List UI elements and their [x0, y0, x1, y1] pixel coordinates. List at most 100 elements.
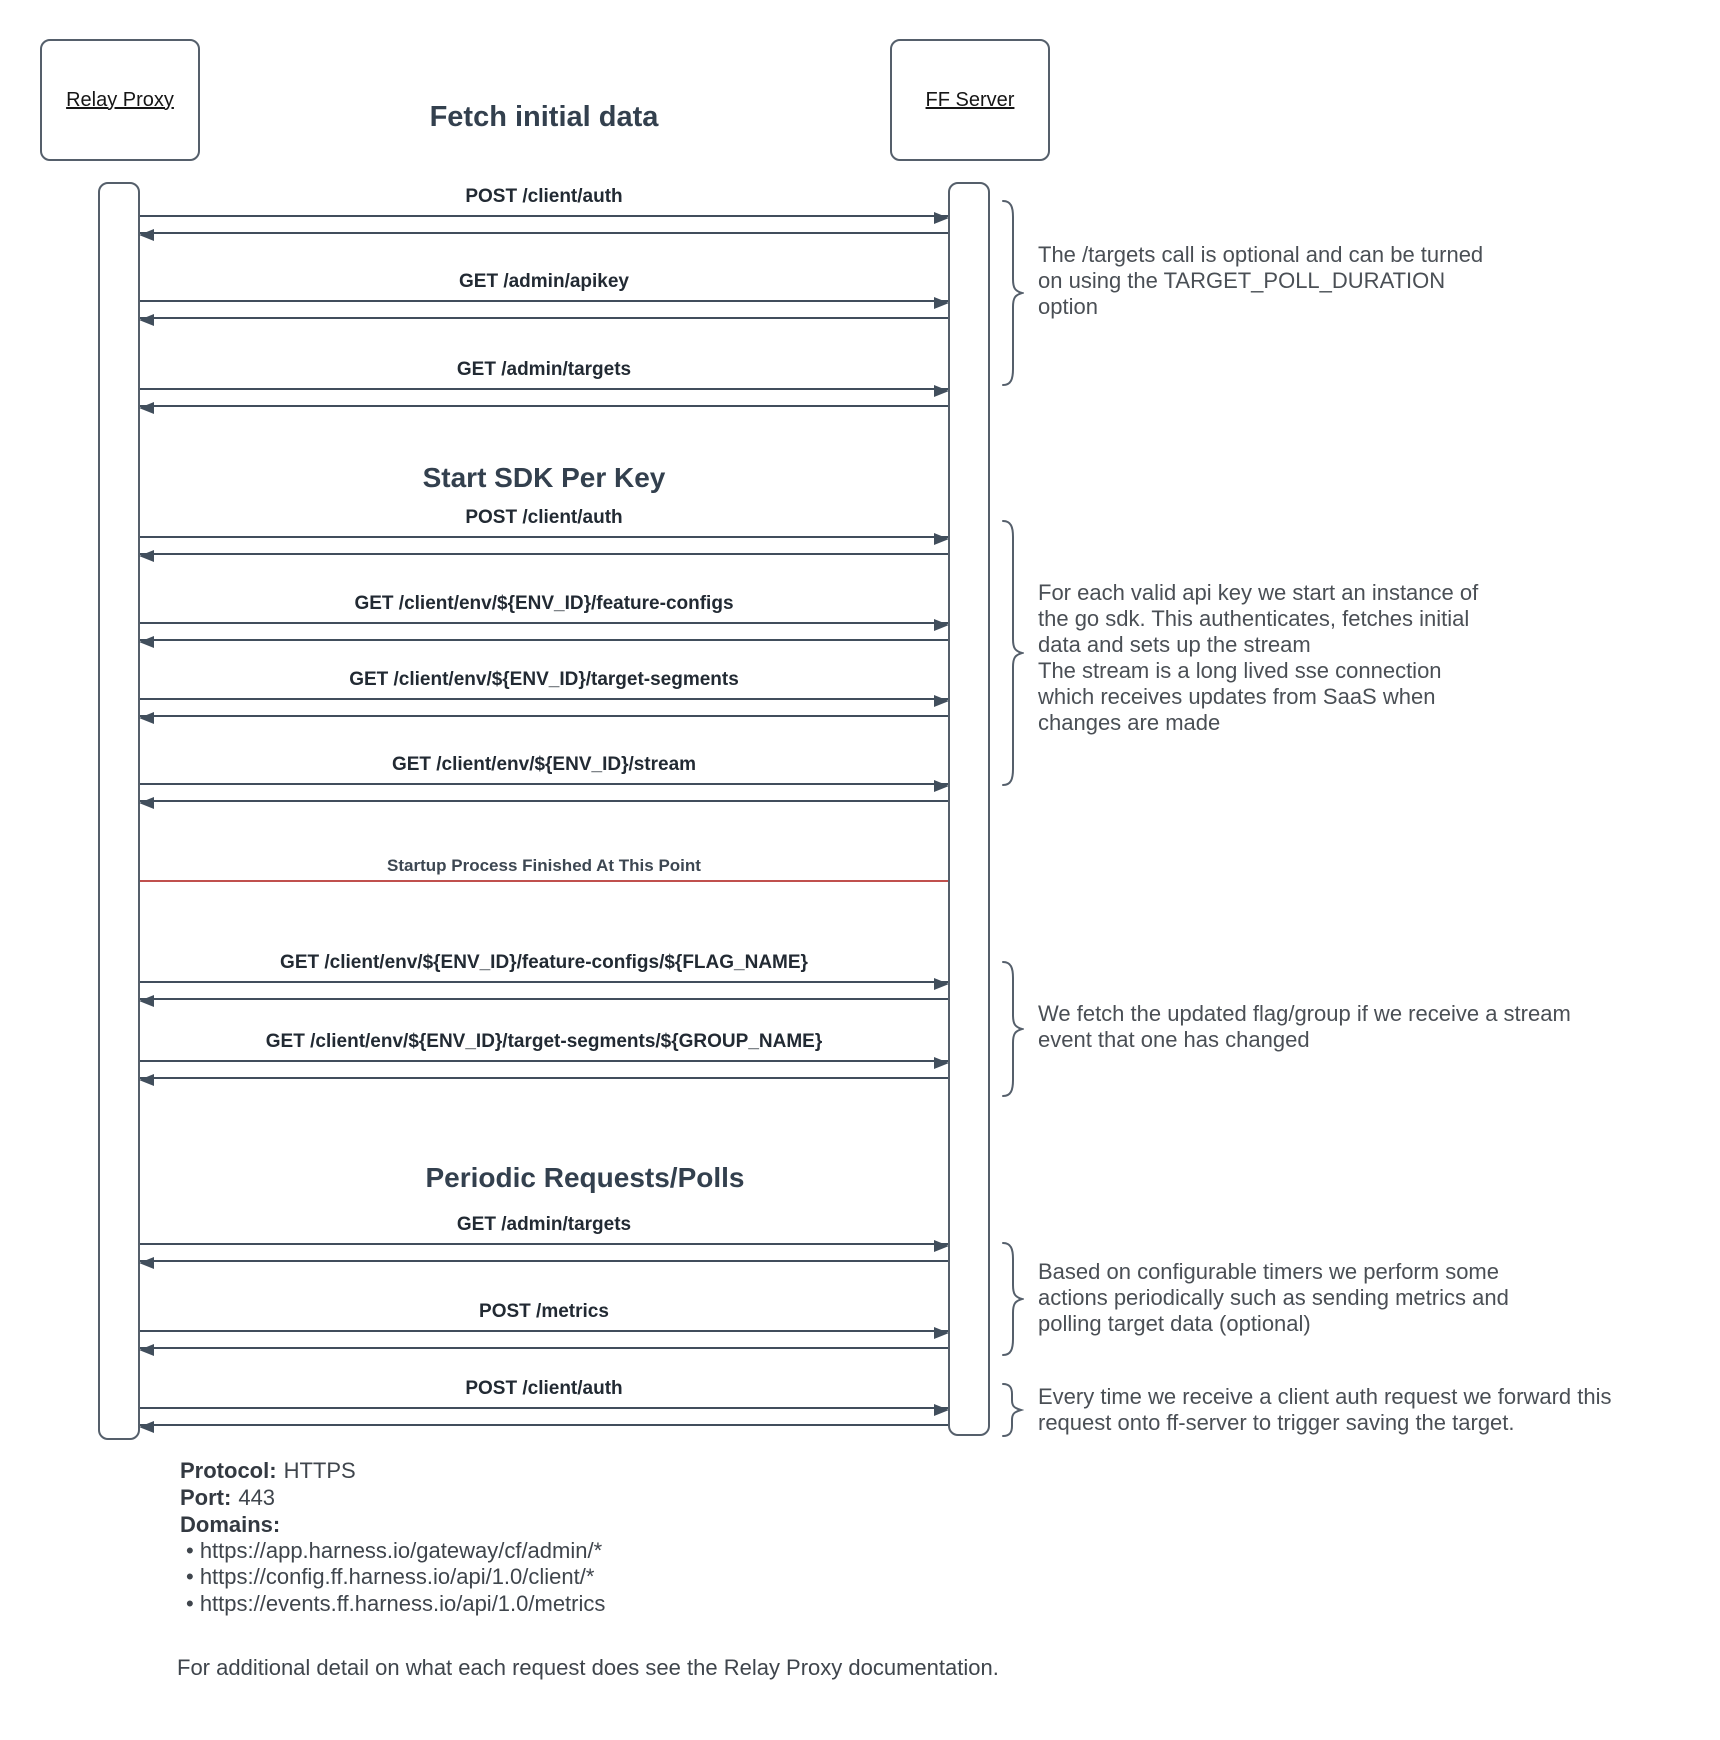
arrowhead-right-icon: [934, 695, 949, 707]
arrowhead-right-icon: [934, 619, 949, 631]
response-arrow: [139, 550, 948, 562]
actor-box-relay-proxy: Relay Proxy: [40, 39, 200, 161]
arrowhead-left-icon: [139, 797, 154, 809]
message-get-target-segment-group: GET /client/env/${ENV_ID}/target-segment…: [139, 1031, 949, 1086]
arrowhead-right-icon: [934, 533, 949, 545]
footer-note: For additional detail on what each reque…: [177, 1655, 999, 1680]
actor-label-relay-proxy: Relay Proxy: [66, 88, 174, 111]
arrowhead-right-icon: [934, 1057, 949, 1069]
annotation-brace-4: [1002, 1242, 1024, 1356]
footer-port-value: 443: [238, 1485, 276, 1510]
request-arrow: [140, 695, 949, 707]
annotation-brace-3: [1002, 961, 1024, 1097]
arrowhead-right-icon: [934, 978, 949, 990]
request-arrow: [140, 1327, 949, 1339]
response-arrow: [139, 314, 948, 326]
annotation-sdk-instance: For each valid api key we start an insta…: [1038, 580, 1479, 735]
message-get-admin-apikey: GET /admin/apikey: [139, 271, 949, 326]
annotation-brace-2: [1002, 520, 1024, 786]
response-arrow: [139, 712, 948, 724]
message-get-admin-targets-1: GET /admin/targets: [139, 359, 949, 414]
section-title-periodic: Periodic Requests/Polls: [425, 1162, 745, 1193]
message-get-feature-configs: GET /client/env/${ENV_ID}/feature-config…: [139, 593, 949, 648]
annotation-brace-1: [1002, 200, 1024, 386]
message-label: GET /admin/apikey: [459, 271, 629, 292]
actor-label-ff-server: FF Server: [925, 88, 1015, 111]
message-label: GET /admin/targets: [456, 1214, 632, 1235]
arrowhead-left-icon: [139, 1421, 154, 1433]
response-arrow: [139, 1257, 948, 1269]
message-label: GET /client/env/${ENV_ID}/feature-config…: [280, 952, 808, 973]
actor-box-ff-server: FF Server: [890, 39, 1050, 161]
footer-domains-heading: Domains:: [180, 1512, 287, 1538]
footer-domain-metrics: • https://events.ff.harness.io/api/1.0/m…: [186, 1591, 606, 1616]
page-title: Fetch initial data: [429, 101, 659, 133]
response-arrow: [139, 229, 948, 241]
response-arrow: [139, 636, 948, 648]
response-arrow: [139, 797, 948, 809]
arrowhead-right-icon: [934, 297, 949, 309]
message-post-client-auth-1: POST /client/auth: [139, 186, 949, 241]
request-arrow: [140, 780, 949, 792]
annotation-targets-optional: The /targets call is optional and can be…: [1038, 242, 1484, 319]
annotation-stream-event: We fetch the updated flag/group if we re…: [1038, 1001, 1571, 1052]
lifeline-ff-server: [948, 182, 990, 1436]
startup-separator-line: [140, 880, 948, 882]
arrowhead-left-icon: [139, 636, 154, 648]
request-arrow: [140, 1057, 949, 1069]
arrowhead-left-icon: [139, 314, 154, 326]
message-label: GET /client/env/${ENV_ID}/target-segment…: [265, 1031, 823, 1052]
footer-port: Port:443: [180, 1485, 275, 1511]
response-arrow: [139, 1344, 948, 1356]
message-get-admin-targets-2: GET /admin/targets: [139, 1214, 949, 1269]
arrowhead-left-icon: [139, 1344, 154, 1356]
response-arrow: [139, 402, 948, 414]
annotation-client-auth-forward: Every time we receive a client auth requ…: [1038, 1384, 1612, 1435]
message-get-feature-config-flag: GET /client/env/${ENV_ID}/feature-config…: [139, 952, 949, 1007]
arrowhead-left-icon: [139, 1257, 154, 1269]
arrowhead-right-icon: [934, 780, 949, 792]
message-label: GET /client/env/${ENV_ID}/stream: [391, 754, 697, 775]
message-post-client-auth-2: POST /client/auth: [139, 507, 949, 562]
request-arrow: [140, 1404, 949, 1416]
arrowhead-left-icon: [139, 402, 154, 414]
footer-domain-admin: • https://app.harness.io/gateway/cf/admi…: [186, 1538, 603, 1563]
request-arrow: [140, 619, 949, 631]
footer-protocol-value: HTTPS: [283, 1458, 356, 1483]
arrowhead-left-icon: [139, 1074, 154, 1086]
response-arrow: [139, 1074, 948, 1086]
arrowhead-right-icon: [934, 1240, 949, 1252]
request-arrow: [140, 297, 949, 309]
arrowhead-left-icon: [139, 995, 154, 1007]
request-arrow: [140, 978, 949, 990]
startup-separator-label: Startup Process Finished At This Point: [387, 856, 701, 875]
message-get-stream: GET /client/env/${ENV_ID}/stream: [139, 754, 949, 809]
footer-domain-client: • https://config.ff.harness.io/api/1.0/c…: [186, 1564, 595, 1589]
message-label: POST /metrics: [479, 1301, 609, 1322]
response-arrow: [139, 995, 948, 1007]
message-label: POST /client/auth: [465, 186, 623, 207]
footer-protocol: Protocol:HTTPS: [180, 1458, 356, 1484]
arrowhead-left-icon: [139, 712, 154, 724]
lifeline-relay-proxy: [98, 182, 140, 1440]
message-label: POST /client/auth: [465, 1378, 623, 1399]
arrowhead-right-icon: [934, 212, 949, 224]
request-arrow: [140, 385, 949, 397]
message-label: GET /admin/targets: [456, 359, 632, 380]
annotation-periodic-timers: Based on configurable timers we perform …: [1038, 1259, 1509, 1336]
arrowhead-right-icon: [934, 1327, 949, 1339]
arrowhead-right-icon: [934, 1404, 949, 1416]
message-label: POST /client/auth: [465, 507, 623, 528]
footer-domains-label: Domains:: [180, 1512, 281, 1537]
request-arrow: [140, 212, 949, 224]
arrowhead-left-icon: [139, 550, 154, 562]
arrowhead-right-icon: [934, 385, 949, 397]
message-label: GET /client/env/${ENV_ID}/target-segment…: [349, 669, 739, 690]
arrowhead-left-icon: [139, 229, 154, 241]
section-title-start-sdk: Start SDK Per Key: [422, 462, 666, 493]
request-arrow: [140, 533, 949, 545]
response-arrow: [139, 1421, 948, 1433]
request-arrow: [140, 1240, 949, 1252]
message-label: GET /client/env/${ENV_ID}/feature-config…: [354, 593, 734, 614]
